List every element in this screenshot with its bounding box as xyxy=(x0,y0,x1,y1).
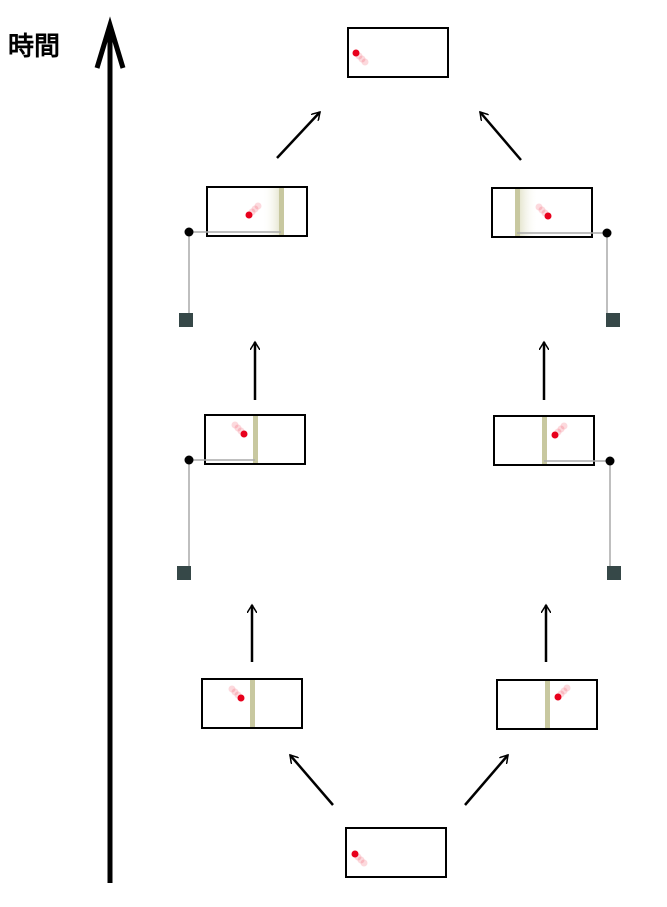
piston xyxy=(253,416,258,463)
weight xyxy=(606,313,620,327)
ball-trail xyxy=(535,203,543,211)
expansion-shade xyxy=(262,188,281,235)
pulley xyxy=(602,228,612,238)
ball-trail xyxy=(557,425,565,433)
ball-trail xyxy=(358,55,366,63)
pulley xyxy=(605,456,615,466)
ball-trail xyxy=(361,58,369,66)
rope xyxy=(544,460,611,573)
gas-molecule xyxy=(237,694,245,702)
pulley xyxy=(184,227,194,237)
rope xyxy=(188,459,255,573)
weight xyxy=(177,566,191,580)
time-axis-arrow xyxy=(94,16,126,883)
rope xyxy=(517,232,608,320)
transition-arrow xyxy=(464,755,509,806)
ball-trail xyxy=(538,206,546,214)
ball-trail xyxy=(254,202,262,210)
gas-molecule xyxy=(352,49,360,57)
rope xyxy=(188,231,281,320)
piston xyxy=(250,680,255,727)
gas-molecule xyxy=(240,430,248,438)
transition-arrow xyxy=(289,755,334,806)
piston xyxy=(545,681,550,728)
cylinder-box xyxy=(491,187,593,238)
ball-trail xyxy=(251,205,259,213)
ball-trail xyxy=(560,422,568,430)
gas-molecule xyxy=(351,850,359,858)
weight xyxy=(179,313,193,327)
cylinder-box xyxy=(345,827,447,878)
weight xyxy=(607,566,621,580)
piston xyxy=(515,189,520,236)
time-axis-label: 時間 xyxy=(8,32,61,62)
ball-trail xyxy=(357,856,365,864)
gas-molecule xyxy=(551,431,559,439)
cylinder-box xyxy=(206,186,308,237)
expansion-shade xyxy=(519,189,538,236)
ball-trail xyxy=(231,688,239,696)
ball-trail xyxy=(228,685,236,693)
pulley xyxy=(184,455,194,465)
cylinder-box xyxy=(347,27,449,78)
ball-trail xyxy=(563,684,571,692)
piston xyxy=(542,417,547,464)
gas-molecule xyxy=(544,212,552,220)
gas-molecule xyxy=(554,693,562,701)
transition-arrow xyxy=(276,112,320,159)
ball-trail xyxy=(231,421,239,429)
piston xyxy=(279,188,284,235)
ball-trail xyxy=(560,687,568,695)
gas-molecule xyxy=(245,211,253,219)
transition-arrow xyxy=(479,112,522,161)
ball-trail xyxy=(360,859,368,867)
ball-trail xyxy=(234,424,242,432)
